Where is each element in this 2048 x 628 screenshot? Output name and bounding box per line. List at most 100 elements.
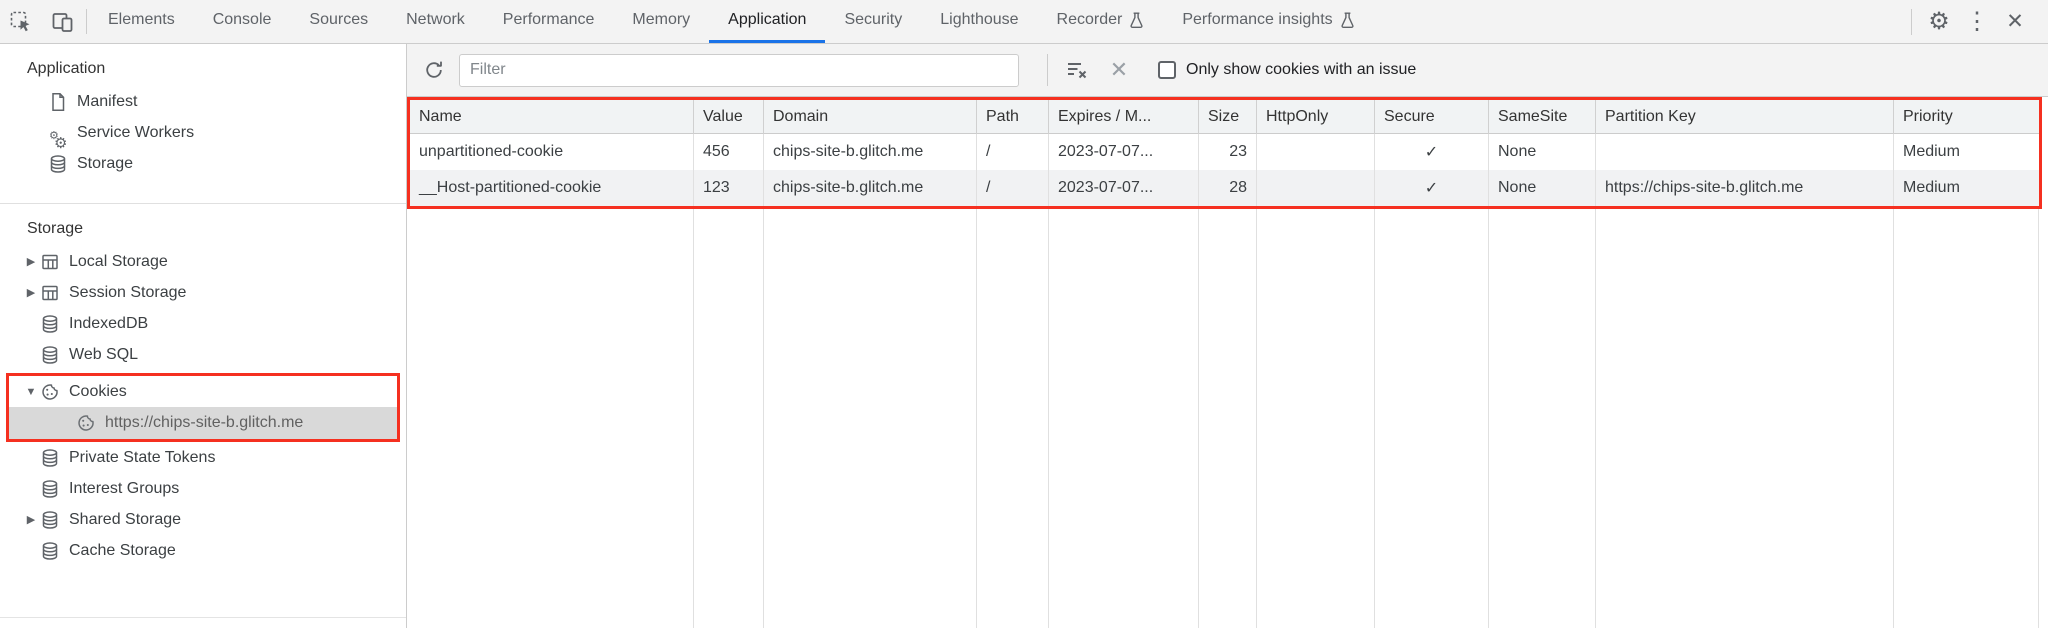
sidebar-section-storage-title: Storage: [27, 220, 84, 237]
cell-name: unpartitioned-cookie: [410, 134, 694, 170]
tab-recorder-label: Recorder: [1056, 11, 1123, 28]
database-icon: [40, 448, 60, 468]
toolbar-divider: [86, 9, 87, 34]
sidebar-item-label: Interest Groups: [69, 479, 180, 497]
sidebar-item-cookies[interactable]: ▼ Cookies: [9, 376, 397, 407]
tab-elements[interactable]: Elements: [108, 11, 175, 28]
close-devtools-icon[interactable]: ✕: [2006, 10, 2024, 33]
sidebar-item-session-storage[interactable]: ▶ Session Storage: [0, 277, 406, 308]
cell-name: __Host-partitioned-cookie: [410, 170, 694, 206]
cell-domain: chips-site-b.glitch.me: [764, 170, 977, 206]
table-row-host-partitioned-cookie[interactable]: __Host-partitioned-cookie 123 chips-site…: [410, 170, 2039, 206]
experiment-flask-icon: [1340, 12, 1355, 29]
sidebar-item-web-sql[interactable]: Web SQL: [0, 339, 406, 370]
issue-filter-checkbox[interactable]: [1158, 61, 1176, 79]
chevron-right-icon[interactable]: ▶: [26, 256, 36, 268]
settings-gear-icon[interactable]: ⚙: [1928, 8, 1950, 35]
issue-filter-label: Only show cookies with an issue: [1186, 61, 1417, 78]
cell-path: /: [977, 134, 1049, 170]
cell-value: 456: [694, 134, 764, 170]
cell-size: 28: [1199, 170, 1257, 206]
chevron-down-icon[interactable]: ▼: [25, 385, 37, 398]
cookies-pane: ✕ Only show cookies with an issue Name V…: [407, 44, 2048, 628]
cookie-icon: [76, 413, 96, 433]
column-header-path[interactable]: Path: [977, 100, 1049, 134]
sidebar-item-label: https://chips-site-b.glitch.me: [105, 414, 304, 431]
tab-performance-insights-label: Performance insights: [1182, 11, 1333, 28]
cookie-icon: [40, 382, 60, 402]
cookie-table-header: Name Value Domain Path Expires / M... Si…: [410, 100, 2039, 134]
sidebar-item-storage[interactable]: Storage: [0, 148, 406, 179]
sidebar-item-service-workers[interactable]: ⚙ ⚙ Service Workers: [49, 123, 195, 152]
chevron-right-icon[interactable]: ▶: [26, 287, 36, 299]
sidebar-item-label: Manifest: [77, 92, 138, 110]
tab-application[interactable]: Application: [709, 0, 826, 43]
column-header-domain[interactable]: Domain: [764, 100, 977, 134]
sidebar-item-shared-storage[interactable]: ▶ Shared Storage: [0, 504, 406, 535]
toolbar-divider: [1047, 54, 1048, 86]
sidebar-item-label: Web SQL: [69, 345, 139, 363]
sidebar-section-divider: [0, 617, 406, 618]
tab-performance-insights[interactable]: Performance insights: [1163, 0, 1373, 43]
file-icon: [48, 92, 68, 112]
cell-partition-key: [1596, 134, 1894, 170]
tab-network[interactable]: Network: [406, 11, 465, 28]
column-header-httponly[interactable]: HttpOnly: [1257, 100, 1375, 134]
sidebar-item-cache-storage[interactable]: Cache Storage: [0, 535, 406, 566]
tab-recorder[interactable]: Recorder: [1038, 0, 1164, 43]
sidebar-item-local-storage[interactable]: ▶ Local Storage: [0, 246, 406, 277]
annotation-box-cookie-table: Name Value Domain Path Expires / M... Si…: [407, 97, 2042, 209]
refresh-icon[interactable]: [417, 53, 451, 87]
sidebar-item-label: Cookies: [69, 382, 127, 400]
delete-cookie-icon[interactable]: ✕: [1109, 57, 1129, 82]
tab-console[interactable]: Console: [212, 11, 272, 28]
table-row-unpartitioned-cookie[interactable]: unpartitioned-cookie 456 chips-site-b.gl…: [410, 134, 2039, 170]
sidebar-item-cookie-origin[interactable]: https://chips-site-b.glitch.me: [9, 407, 397, 439]
sidebar-section-divider: [0, 203, 406, 204]
cell-priority: Medium: [1903, 179, 1960, 196]
experiment-flask-icon: [1129, 12, 1144, 29]
database-icon: [40, 345, 60, 365]
sidebar-item-label: Storage: [77, 154, 134, 172]
sidebar-item-label: Local Storage: [69, 252, 168, 270]
chevron-right-icon[interactable]: ▶: [26, 514, 36, 526]
database-icon: [40, 510, 60, 530]
sidebar-item-label: Shared Storage: [69, 510, 182, 528]
panel-tabs: Elements Console Sources Network Perform…: [89, 0, 1374, 43]
device-toolbar-icon[interactable]: [42, 0, 84, 43]
tab-sources[interactable]: Sources: [309, 11, 369, 28]
column-header-name[interactable]: Name: [410, 100, 694, 134]
tab-security[interactable]: Security: [844, 11, 903, 28]
cell-expires: 2023-07-07...: [1049, 170, 1199, 206]
sidebar-item-manifest[interactable]: Manifest: [0, 86, 406, 117]
sidebar-item-indexeddb[interactable]: IndexedDB: [0, 308, 406, 339]
column-header-value[interactable]: Value: [694, 100, 764, 134]
inspect-element-icon[interactable]: [0, 0, 42, 43]
cell-httponly: [1257, 170, 1375, 206]
tab-memory[interactable]: Memory: [632, 11, 691, 28]
column-header-size[interactable]: Size: [1199, 100, 1257, 134]
kebab-menu-icon[interactable]: ⋮: [1965, 8, 1989, 35]
cell-size: 23: [1199, 134, 1257, 170]
tab-lighthouse[interactable]: Lighthouse: [940, 11, 1019, 28]
column-header-priority[interactable]: Priority: [1903, 108, 1953, 125]
filter-input[interactable]: [459, 53, 1019, 87]
column-header-samesite[interactable]: SameSite: [1489, 100, 1596, 134]
devtools-main-toolbar: Elements Console Sources Network Perform…: [0, 0, 2048, 44]
column-header-secure[interactable]: Secure: [1375, 100, 1489, 134]
cookies-toolbar: ✕ Only show cookies with an issue: [407, 44, 2048, 97]
annotation-box-cookies: ▼ Cookies: [6, 373, 400, 442]
cell-partition-key: https://chips-site-b.glitch.me: [1596, 170, 1894, 206]
sidebar-item-private-state-tokens[interactable]: Private State Tokens: [0, 442, 406, 473]
sidebar-item-interest-groups[interactable]: Interest Groups: [0, 473, 406, 504]
column-header-expires[interactable]: Expires / M...: [1049, 100, 1199, 134]
clear-filter-icon[interactable]: [1060, 53, 1094, 87]
cell-samesite: None: [1489, 134, 1596, 170]
tab-performance[interactable]: Performance: [502, 11, 595, 28]
database-icon: [40, 479, 60, 499]
cell-secure-checkmark: ✓: [1375, 134, 1489, 170]
sidebar-item-label: Private State Tokens: [69, 448, 216, 466]
column-header-partition-key[interactable]: Partition Key: [1596, 100, 1894, 134]
sidebar-item-label: Cache Storage: [69, 541, 176, 559]
